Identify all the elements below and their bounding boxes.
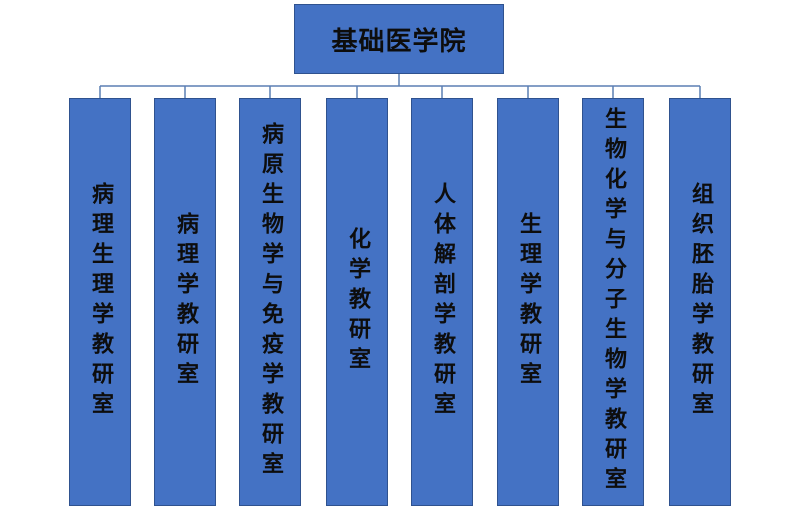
department-node-physiology: 生理学教研室 xyxy=(497,98,559,506)
root-node-label: 基础医学院 xyxy=(331,26,467,57)
department-node-biochemistry-molecular-biology: 生物化学与分子生物学教研室 xyxy=(582,98,644,506)
department-node-human-anatomy: 人体解剖学教研室 xyxy=(411,98,473,506)
department-node-chemistry: 化学教研室 xyxy=(326,98,388,506)
department-label: 病理学教研室 xyxy=(173,212,198,392)
department-label: 组织胚胎学教研室 xyxy=(688,182,713,422)
department-label: 生理学教研室 xyxy=(516,212,541,392)
root-node-school: 基础医学院 xyxy=(294,4,504,74)
department-label: 生物化学与分子生物学教研室 xyxy=(601,107,626,497)
department-node-pathology: 病理学教研室 xyxy=(154,98,216,506)
department-label: 病原生物学与免疫学教研室 xyxy=(258,122,283,482)
department-node-histology-embryology: 组织胚胎学教研室 xyxy=(669,98,731,506)
department-node-pathophysiology: 病理生理学教研室 xyxy=(69,98,131,506)
department-label: 化学教研室 xyxy=(345,227,370,377)
department-label: 人体解剖学教研室 xyxy=(430,182,455,422)
department-label: 病理生理学教研室 xyxy=(88,182,113,422)
department-node-pathogen-biology-immunology: 病原生物学与免疫学教研室 xyxy=(239,98,301,506)
